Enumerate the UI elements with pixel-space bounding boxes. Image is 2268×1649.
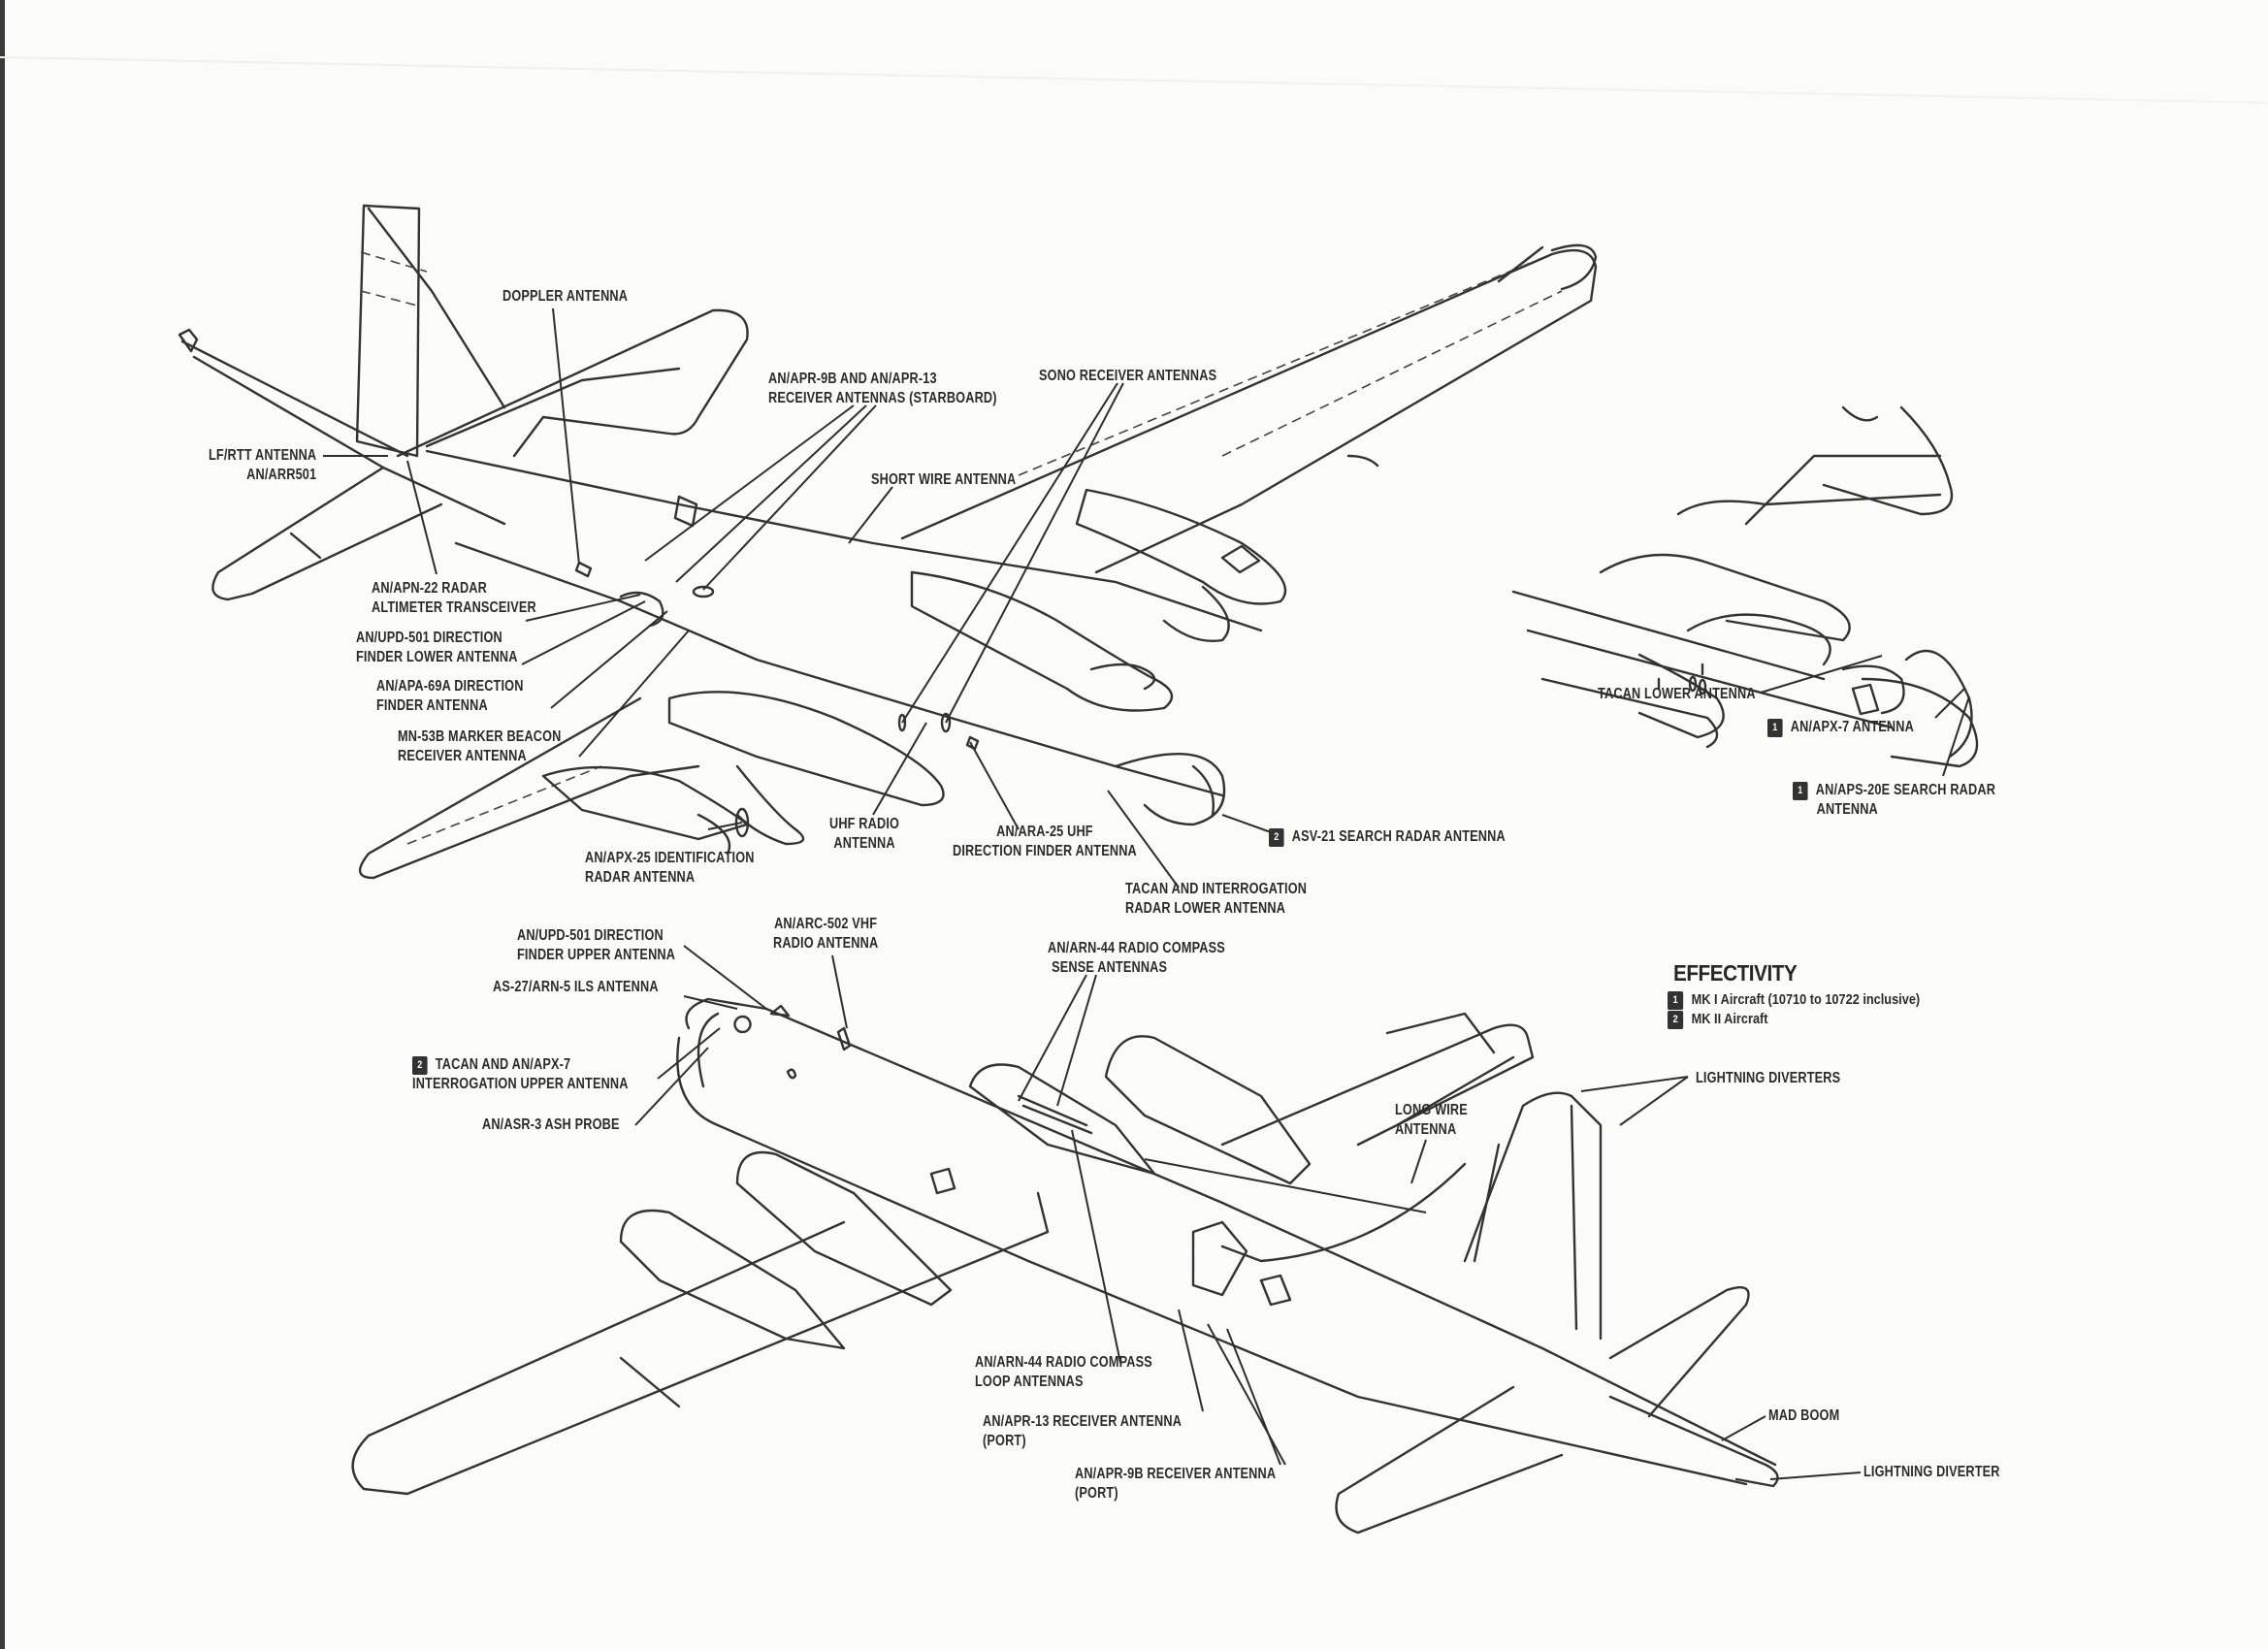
inset-leader-lines [1760, 655, 1970, 777]
effectivity-badge: 2 [412, 1056, 428, 1075]
label-tacan-lower: TACAN LOWER ANTENNA [1598, 686, 1756, 702]
effectivity-title: EFFECTIVITY [1673, 960, 1798, 986]
top-wing-left [359, 696, 700, 880]
bottom-fuselage [676, 997, 1777, 1486]
inset-aircraft-drawing [1497, 243, 1979, 768]
bottom-vertical-fin [1463, 1091, 1603, 1341]
top-nacelle-right-inner [910, 570, 1174, 712]
effectivity-badge: 1 [1767, 719, 1783, 737]
bottom-aircraft-drawing [351, 997, 1779, 1535]
top-stabilizer-right [396, 308, 749, 458]
label-sono-receiver: SONO RECEIVER ANTENNAS [1039, 368, 1217, 384]
top-fuselage [425, 449, 1263, 797]
label-mad-boom: MAD BOOM [1768, 1407, 1840, 1424]
effectivity-badge: 2 [1269, 828, 1284, 847]
top-nacelle-left-inner [667, 691, 945, 807]
top-nacelle-left-outer [541, 765, 749, 841]
effectivity-badge: 1 [1793, 782, 1808, 800]
label-asr3-ash-probe: AN/ASR-3 ASH PROBE [482, 1116, 620, 1133]
label-as27-ils: AS-27/ARN-5 ILS ANTENNA [493, 979, 659, 995]
top-aircraft-drawing [178, 204, 1598, 880]
label-short-wire: SHORT WIRE ANTENNA [871, 471, 1017, 488]
top-leader-lines [323, 307, 1272, 889]
bottom-leader-lines [634, 945, 1862, 1480]
label-doppler-antenna: DOPPLER ANTENNA [502, 288, 629, 305]
bottom-wing-right [1220, 1023, 1535, 1147]
label-apr13-port: AN/APR-13 RECEIVER ANTENNA(PORT) [983, 1413, 1183, 1449]
top-nacelle-right-outer [1075, 488, 1286, 605]
effectivity-badge: 2 [1668, 1011, 1684, 1029]
effectivity-badge: 1 [1668, 991, 1684, 1010]
top-vertical-fin [355, 204, 421, 458]
top-nose [1114, 752, 1226, 826]
label-lightning-diverters: LIGHTNING DIVERTERS [1696, 1070, 1841, 1086]
scan-edge [0, 0, 5, 1649]
bottom-wing-left [351, 1191, 1050, 1496]
top-stabilizer-left [211, 466, 443, 601]
top-wing-right [900, 249, 1598, 574]
mad-boom [1608, 1395, 1779, 1488]
label-lightning-diverter: LIGHTNING DIVERTER [1863, 1464, 2000, 1480]
label-apr9b-port: AN/APR-9B RECEIVER ANTENNA(PORT) [1075, 1466, 1277, 1502]
